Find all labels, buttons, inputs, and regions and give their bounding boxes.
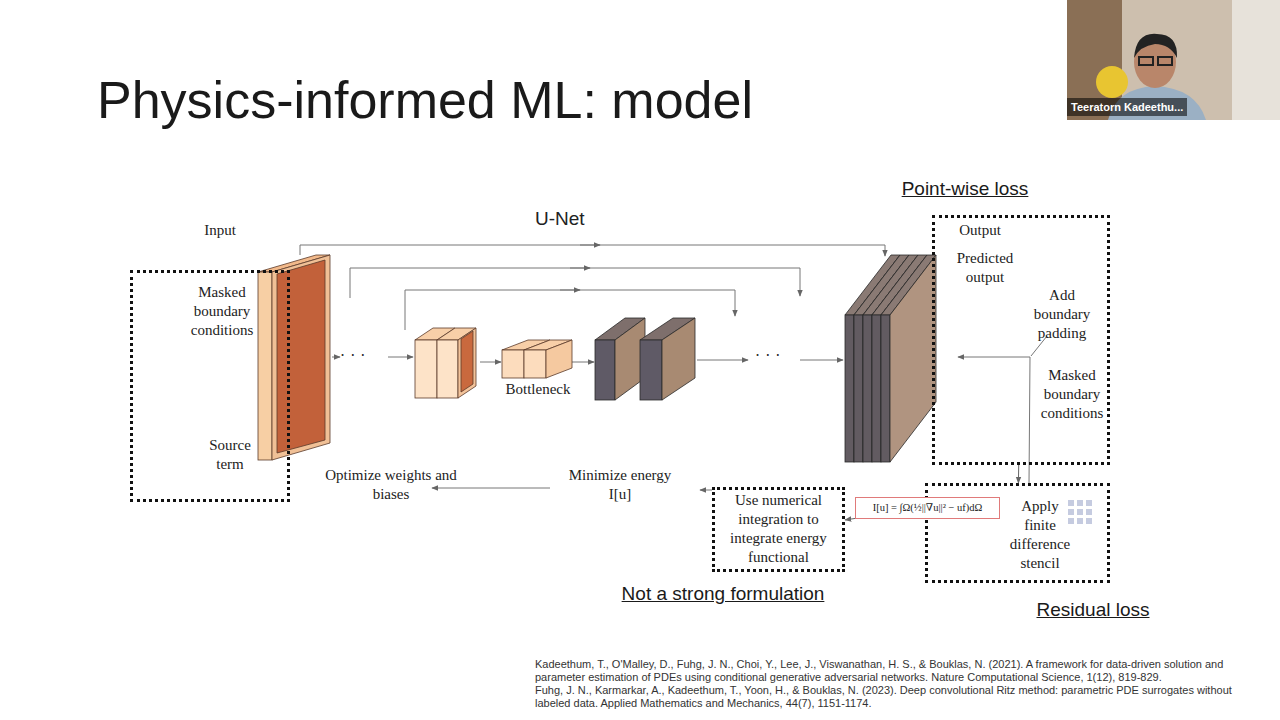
- stencil-icon: [1086, 500, 1092, 506]
- formulation-note: Not a strong formulation: [598, 583, 848, 605]
- node-text: Apply finite difference stencil: [1004, 497, 1076, 573]
- encoder-block: [461, 331, 473, 392]
- flow-arrow: [1018, 465, 1019, 483]
- reference-text: Kadeethum, T., O'Malley, D., Fuhg, J. N.…: [535, 658, 1267, 684]
- node-text: Masked boundary conditions: [1036, 366, 1108, 423]
- skip-connection: [300, 245, 885, 330]
- flow-arrow: [572, 362, 594, 363]
- block-label: Bottleneck: [488, 380, 588, 399]
- input-slab: [277, 260, 325, 453]
- flow-arrow: [480, 362, 501, 363]
- skip-connection: [560, 290, 580, 291]
- node-text: Source term: [200, 436, 260, 474]
- webcam-feed: [1096, 66, 1128, 98]
- skip-connection: [300, 245, 885, 256]
- bottleneck-block: [502, 350, 524, 378]
- input-heading: Input: [190, 221, 250, 240]
- flow-arrow: [332, 357, 340, 358]
- stencil-icon: [1068, 509, 1074, 515]
- speaker-name: Teeratorn Kadeethu...: [1071, 100, 1183, 114]
- flow-arrow: [845, 518, 855, 519]
- decoder-block: [662, 318, 695, 400]
- integration-box: Use numerical integration to integrate e…: [712, 487, 845, 572]
- bottleneck-block: [546, 340, 572, 378]
- webcam-feed: [1232, 0, 1280, 120]
- flow-arrow: [697, 360, 748, 361]
- flow-arrow: [700, 490, 712, 491]
- flow-arrow: [432, 488, 550, 489]
- decoder-block: [640, 340, 662, 400]
- skip-connection: [580, 245, 600, 246]
- flow-arrow: [800, 360, 843, 361]
- decoder-block: [595, 318, 695, 400]
- step-label: Optimize weights and biases: [324, 466, 458, 504]
- bottleneck-block: [502, 340, 572, 378]
- step-label: Minimize energy I[u]: [556, 466, 684, 504]
- loss-heading: Point-wise loss: [890, 178, 1040, 200]
- input-box: InputMasked boundary conditionsSource te…: [130, 270, 290, 502]
- encoder-block: [437, 340, 458, 398]
- node-text: Add boundary padding: [1024, 286, 1100, 343]
- webcam-feed: [1139, 57, 1153, 65]
- bottleneck-block: [524, 350, 546, 378]
- node-text: Use numerical integration to integrate e…: [721, 491, 836, 567]
- skip-connection: [350, 268, 800, 298]
- stencil-icon: [1086, 509, 1092, 515]
- stencil-icon: [1077, 509, 1083, 515]
- input-slab: [258, 272, 272, 460]
- stencil-icon: [1068, 500, 1092, 524]
- flow-arrow: [388, 357, 413, 358]
- flow-arrow: [958, 357, 1030, 358]
- reference-list: Kadeethum, T., O'Malley, D., Fuhg, J. N.…: [535, 658, 1267, 710]
- webcam-feed: [1067, 0, 1280, 120]
- encoder-block: [415, 340, 437, 398]
- output-stack: [890, 255, 936, 462]
- output-heading: Output: [950, 221, 1010, 240]
- loss-heading: Residual loss: [1028, 599, 1158, 621]
- stencil-icon: [1068, 518, 1074, 524]
- output-stack: [845, 255, 936, 462]
- energy-formula: I[u] = ∫Ω(½||∇u||² − uf)dΩ: [856, 500, 999, 516]
- webcam-feed: [1067, 98, 1187, 116]
- input-slab: [272, 255, 330, 460]
- energy-formula-box: I[u] = ∫Ω(½||∇u||² − uf)dΩ: [855, 497, 1000, 519]
- encoder-block: [415, 328, 476, 398]
- stencil-icon: [1068, 500, 1074, 506]
- encoder-block: [458, 328, 476, 398]
- ellipsis: · · ·: [755, 346, 780, 366]
- ellipsis: · · ·: [340, 346, 365, 366]
- slide-title: Physics-informed ML: model: [97, 70, 753, 130]
- node-text: Predicted output: [945, 249, 1025, 287]
- webcam-feed: [1158, 57, 1172, 65]
- stencil-icon: [1077, 500, 1083, 506]
- output-stack: [845, 315, 854, 462]
- webcam-feed: [1067, 0, 1280, 120]
- reference-text: Fuhg, J. N., Karmarkar, A., Kadeethum, T…: [535, 684, 1267, 710]
- input-slab: [258, 255, 330, 460]
- network-name: U-Net: [535, 208, 585, 230]
- output-stack: [854, 315, 863, 462]
- webcam-feed: [1134, 34, 1177, 58]
- decoder-block: [595, 340, 615, 400]
- node-text: Masked boundary conditions: [186, 283, 258, 340]
- output-stack: [881, 315, 890, 462]
- stencil-icon: [1077, 518, 1083, 524]
- output-box: Point-wise lossOutputPredicted outputAdd…: [932, 215, 1110, 465]
- output-stack: [863, 315, 872, 462]
- output-stack: [872, 315, 881, 462]
- stencil-icon: [1086, 518, 1092, 524]
- skip-connection: [570, 268, 590, 269]
